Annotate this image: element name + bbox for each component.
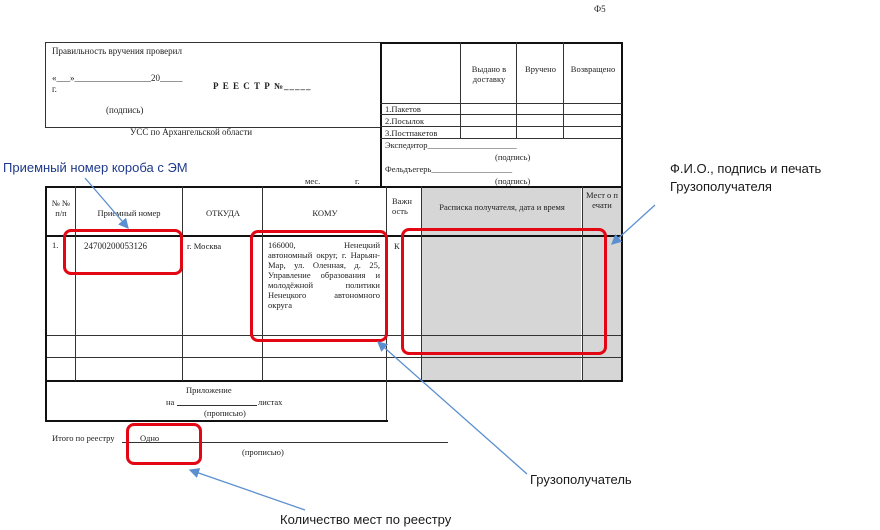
header-importance: Важность xyxy=(392,196,412,216)
total-value: Одно xyxy=(140,433,160,443)
expeditor-signature: (подпись) xyxy=(495,152,531,162)
signature-label: (подпись) xyxy=(106,105,144,115)
courier-line: Фельдъегерь___________________ xyxy=(385,164,513,174)
expeditor-line: Экспедитор_____________________ xyxy=(385,140,517,150)
header-from: ОТКУДА xyxy=(206,208,240,218)
header-to: КОМУ xyxy=(312,208,338,218)
sign-highlight xyxy=(401,228,607,355)
checked-label: Правильность вручения проверил xyxy=(52,46,182,56)
year-suffix: г. xyxy=(52,84,57,94)
appendix-label: Приложение xyxy=(186,385,232,395)
annotation-receipt-number: Приемный номер короба с ЭМ xyxy=(3,160,188,175)
header-places: Мест о печати xyxy=(586,190,618,210)
recipient-highlight xyxy=(250,230,388,342)
ucc-label: УСС по Архангельской области xyxy=(130,127,253,137)
appendix-on: на xyxy=(166,397,175,407)
annotation-places-count: Количество мест по реестру xyxy=(280,512,452,527)
row-from: г. Москва xyxy=(187,241,222,251)
row-postpackets: 3.Постпакетов xyxy=(385,128,438,138)
header-delivered: Вручено xyxy=(525,64,556,74)
row-packets: 1.Пакетов xyxy=(385,104,421,114)
header-returned: Возвращено xyxy=(570,64,616,74)
row-receipt: 24700200053126 xyxy=(84,241,147,251)
row-parcels: 2.Посылок xyxy=(385,116,425,126)
courier-signature: (подпись) xyxy=(495,176,531,186)
row-num: 1. xyxy=(52,240,59,250)
total-words: (прописью) xyxy=(242,447,284,457)
appendix-words: (прописью) xyxy=(204,408,246,418)
annotation-recipient-sign: Ф.И.О., подпись и печать Грузополучателя xyxy=(670,161,822,194)
header-receipt: Приемный номер xyxy=(97,208,161,218)
date-line: «___»_________________20_____ xyxy=(52,73,183,83)
row-importance: К xyxy=(394,241,400,251)
registry-title: Р Е Е С Т Р №_____ xyxy=(213,81,312,91)
row-to: 166000, Ненецкий автономный округ, г. На… xyxy=(268,240,380,310)
total-highlight xyxy=(126,423,202,465)
total-label: Итого по реестру xyxy=(52,433,115,443)
appendix-sheets: листах xyxy=(258,397,283,407)
header-issued: Выдано в доставку xyxy=(471,64,507,84)
year-label: г. xyxy=(355,176,360,186)
form-code: Ф5 xyxy=(594,4,606,14)
top-left-block xyxy=(45,42,382,128)
annotation-recipient: Грузополучатель xyxy=(530,472,632,487)
receipt-highlight xyxy=(63,229,183,275)
header-sign: Расписка получателя, дата и время xyxy=(439,202,565,212)
month-label: мес. xyxy=(305,176,321,186)
header-num: № № п/п xyxy=(51,198,71,218)
